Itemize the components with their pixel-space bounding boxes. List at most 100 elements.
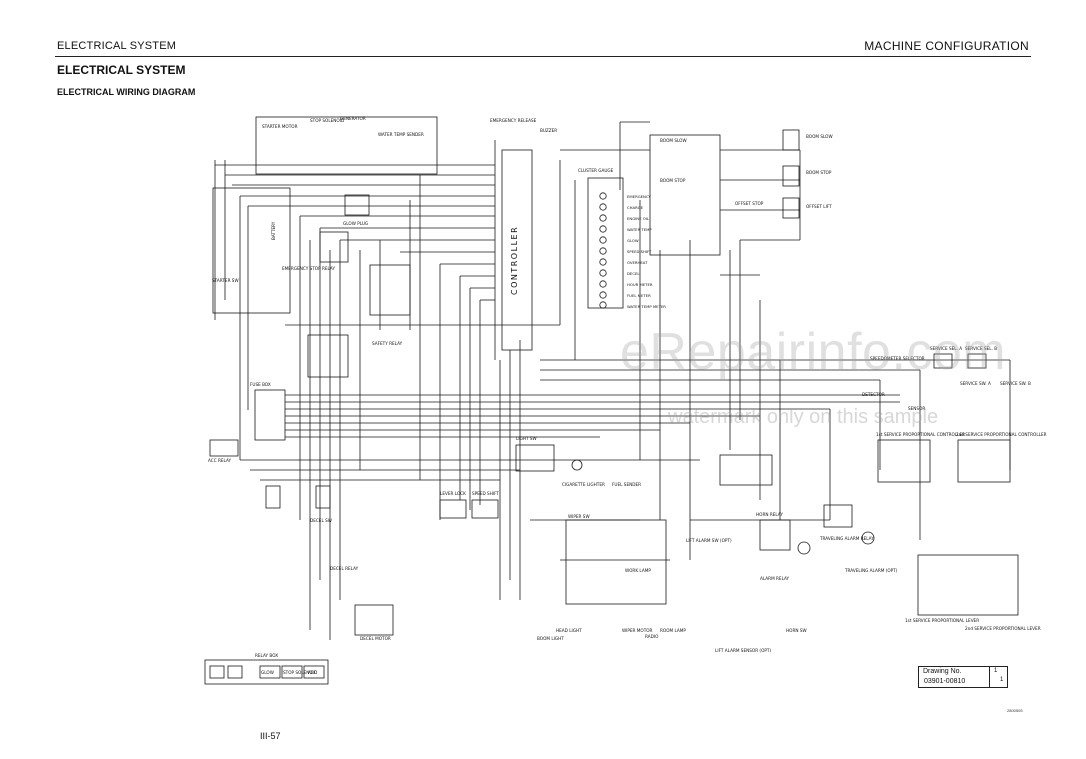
lever-lock-sw xyxy=(265,485,281,509)
boom-slow-valve xyxy=(782,129,800,151)
label-service-sel-b: SERVICE SEL. B xyxy=(965,346,997,351)
label-wiper-motor: WIPER MOTOR xyxy=(622,628,653,633)
label-boom-slow: BOOM SLOW xyxy=(660,138,687,143)
lamp-charge: CHARGE xyxy=(627,205,644,210)
drawing-number-box: Drawing No. 03901-00810 1 1 xyxy=(918,666,1008,688)
horn-symbol xyxy=(797,541,811,555)
label-cigarette-lighter: CIGARETTE LIGHTER xyxy=(562,482,605,487)
starter-frame xyxy=(212,187,291,314)
lamp-decel: DECEL xyxy=(627,271,640,276)
boom-stop-valve xyxy=(782,165,800,187)
label-generator: GENERATOR xyxy=(340,116,366,121)
label-right-boom-stop: BOOM STOP xyxy=(806,170,832,175)
label-battery: BATTERY xyxy=(271,221,276,240)
lamp-overheat: OVERHEAT xyxy=(627,260,648,265)
sheet-total: 1 xyxy=(1000,677,1004,683)
label-decel-relay: DECEL RELAY xyxy=(330,566,359,571)
gauge-lamps xyxy=(599,192,607,309)
header-rule xyxy=(55,56,1031,57)
offset-lift-valve xyxy=(782,197,800,219)
sheet-number: 1 xyxy=(994,668,998,674)
travel-relay-block xyxy=(823,504,853,528)
label-starter-sw: STARTER SW xyxy=(212,278,239,283)
relay-box-acc: ACC xyxy=(308,670,317,675)
bucket-block xyxy=(719,454,773,486)
relay-box-glow: GLOW xyxy=(261,670,274,675)
acc-relay-block xyxy=(209,439,239,457)
label-speed-shift: SPEED SHIFT xyxy=(472,491,499,496)
decel-sw xyxy=(315,485,331,509)
header-chapter-title: MACHINE CONFIGURATION xyxy=(864,39,1029,53)
lamp-water-temp: WATER TEMP xyxy=(627,227,652,232)
diagram-title: ELECTRICAL WIRING DIAGRAM xyxy=(57,87,196,97)
drawing-number-label: Drawing No. xyxy=(923,668,962,675)
lever-lock-valve xyxy=(439,499,467,519)
relay-box-frame xyxy=(204,659,329,685)
label-room-lamp: ROOM LAMP xyxy=(660,628,686,633)
label-proportional-lever-2: 2nd SERVICE PROPORTIONAL LEVER xyxy=(965,626,1041,631)
label-water-temp-sender: WATER TEMP SENDER xyxy=(378,132,424,137)
label-fuel-sender: FUEL SENDER xyxy=(612,482,641,487)
label-controller: CONTROLLER xyxy=(510,226,519,295)
label-proportional-controller-1: 1st SERVICE PROPORTIONAL CONTROLLER xyxy=(876,432,965,437)
label-cluster-gauge: CLUSTER GAUGE xyxy=(578,168,614,173)
label-speedometer-selector: SPEEDOMETER SELECTOR xyxy=(870,356,925,361)
watermark-main: eRepairinfo.com xyxy=(620,323,1007,381)
label-proportional-controller-2: 2nd SERVICE PROPORTIONAL CONTROLLER xyxy=(956,432,1047,437)
label-safety-relay: SAFETY RELAY xyxy=(372,341,403,346)
lamp-speed-shift: SPEED SHIFT xyxy=(627,249,652,254)
glow-plug-block xyxy=(344,194,370,216)
relay-box-stop-solenoid: STOP SOLENOID xyxy=(283,670,317,675)
label-light-sw: LIGHT SW xyxy=(516,436,537,441)
proportional-lever-frame xyxy=(917,554,1019,616)
cluster-gauge-block xyxy=(587,177,624,309)
lamp-fuel-meter: FUEL METER xyxy=(627,293,651,298)
label-proportional-lever-1: 1st SERVICE PROPORTIONAL LEVER xyxy=(905,618,979,623)
service-sel-a xyxy=(933,353,953,369)
label-horn-relay: HORN RELAY xyxy=(756,512,783,517)
label-head-light: HEAD LIGHT xyxy=(556,628,582,633)
label-relay-box: RELAY BOX xyxy=(255,653,278,658)
label-service-sw-a: SERVICE SW. A xyxy=(960,381,991,386)
label-horn-sw: HORN SW xyxy=(786,628,807,633)
controller-block xyxy=(501,149,533,351)
label-starter-motor: STARTER MOTOR xyxy=(262,124,298,129)
label-sensor: SENSOR xyxy=(908,406,925,411)
safety-relay-block xyxy=(307,334,349,378)
figure-id: 2800505 xyxy=(1007,708,1023,713)
label-traveling-alarm: TRAVELING ALARM (OPT) xyxy=(844,568,898,573)
engine-frame xyxy=(255,116,438,175)
lamp-hour-meter: HOUR METER xyxy=(627,282,653,287)
lamp-glow: GLOW xyxy=(627,238,639,243)
label-work-lamp: WORK LAMP xyxy=(625,568,651,573)
label-emergency-release: EMERGENCY RELEASE xyxy=(490,118,537,123)
proportional-controller-2 xyxy=(957,439,1011,483)
label-acc-relay: ACC RELAY xyxy=(208,458,231,463)
header-section-title: ELECTRICAL SYSTEM xyxy=(57,40,177,52)
label-lever-lock: LEVER LOCK xyxy=(440,491,466,496)
label-right-boom-slow: BOOM SLOW xyxy=(806,134,833,139)
label-traveling-alarm-relay: TRAVELING ALARM RELAY xyxy=(819,536,874,541)
lamp-engine-oil: ENGINE OIL xyxy=(627,216,650,221)
fuse-box xyxy=(254,389,286,441)
label-radio: RADIO xyxy=(645,634,659,639)
glow-relay-block xyxy=(369,264,411,316)
service-sel-b xyxy=(967,353,987,369)
label-boom-light: BOOM LIGHT xyxy=(537,636,564,641)
page-number: III-57 xyxy=(260,731,281,741)
label-service-sw-b: SERVICE SW. B xyxy=(1000,381,1031,386)
label-stop-solenoid: STOP SOLENOID xyxy=(310,118,344,123)
horn-relay-block xyxy=(759,519,791,551)
proportional-controller-1 xyxy=(877,439,931,483)
label-decel-motor: DECEL MOTOR xyxy=(360,636,391,641)
label-decel-sw: DECEL SW xyxy=(310,518,332,523)
lamp-emergency: EMERGENCY xyxy=(627,194,651,199)
alarm-symbol xyxy=(861,531,875,545)
label-lift-alarm-sw: LIFT ALARM SW (OPT) xyxy=(686,538,732,543)
lamp-water-temp-meter: WATER TEMP METER xyxy=(627,304,666,309)
light-switch-block xyxy=(515,444,555,472)
cigarette-lighter-symbol xyxy=(571,459,583,471)
emergency-stop-relay xyxy=(319,231,349,263)
decel-motor-block xyxy=(354,604,394,636)
